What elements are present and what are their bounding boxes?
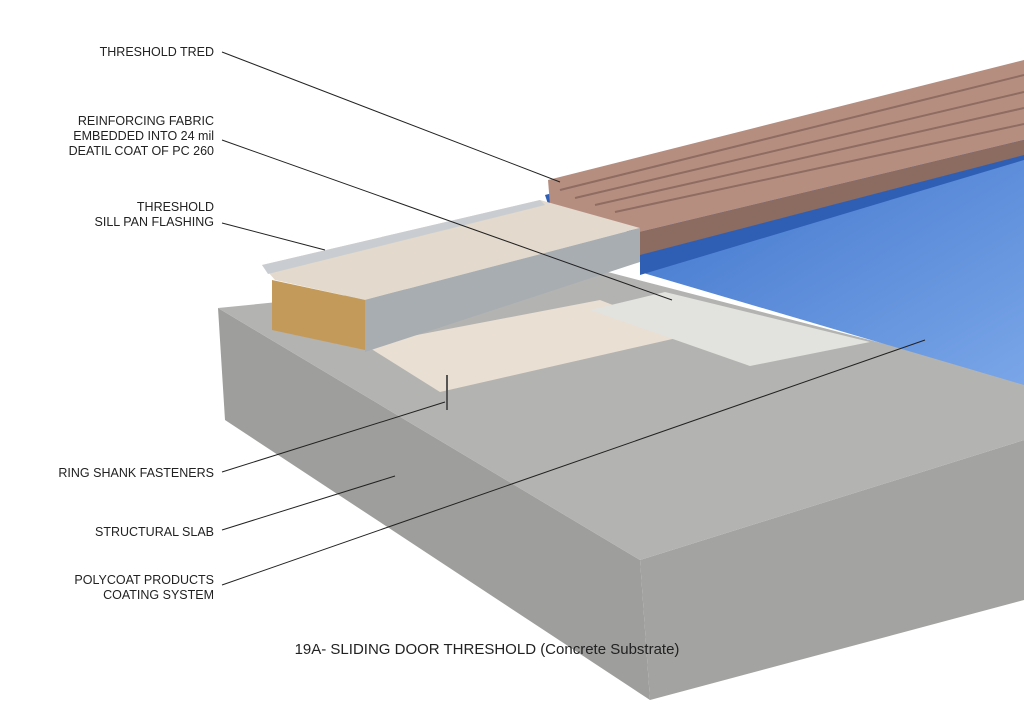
label-sill-pan-flashing: THRESHOLD SILL PAN FLASHING [95, 200, 214, 230]
label-text: POLYCOAT PRODUCTS [74, 573, 214, 587]
wood-blocking [272, 280, 365, 350]
label-text: THRESHOLD [136, 200, 214, 214]
sill-pan-flashing [262, 200, 640, 352]
underlay-sheet [365, 300, 690, 392]
diagram-title: 19A- SLIDING DOOR THRESHOLD (Concrete Su… [294, 641, 680, 658]
threshold-tread [548, 60, 1024, 255]
reinforcing-fabric [590, 292, 870, 366]
label-text: SILL PAN FLASHING [94, 215, 214, 229]
label-text: REINFORCING FABRIC [77, 114, 214, 128]
label-text: THRESHOLD TRED [99, 45, 214, 59]
label-structural-slab: STRUCTURAL SLAB [95, 525, 214, 540]
label-reinforcing-fabric: REINFORCING FABRIC EMBEDDED INTO 24 mil … [69, 114, 214, 159]
label-text: COATING SYSTEM [103, 588, 214, 602]
leader-lines [221, 51, 926, 586]
label-text: STRUCTURAL SLAB [94, 525, 214, 539]
label-text: DEATIL COAT OF PC 260 [68, 144, 214, 158]
label-threshold-tread: THRESHOLD TRED [100, 45, 214, 60]
label-ring-shank-fasteners: RING SHANK FASTENERS [58, 466, 214, 481]
label-text: RING SHANK FASTENERS [58, 466, 214, 480]
polycoat-coating [640, 155, 1024, 385]
label-coating-system: POLYCOAT PRODUCTS COATING SYSTEM [74, 573, 214, 603]
label-text: EMBEDDED INTO 24 mil [73, 129, 214, 143]
